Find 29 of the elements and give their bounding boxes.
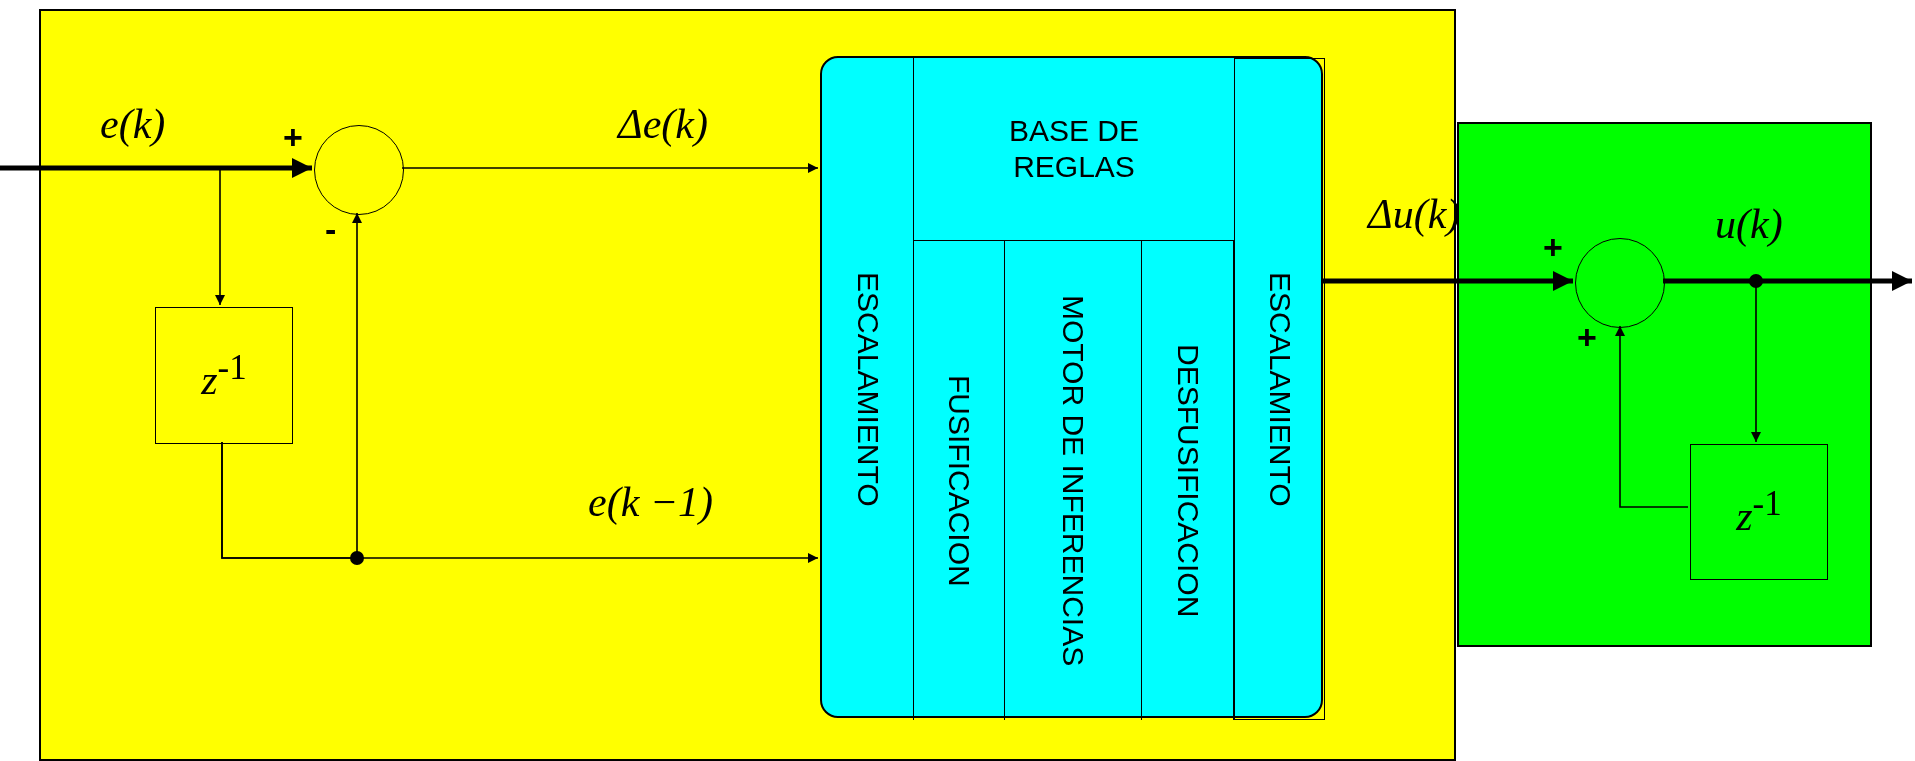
block-label: MOTOR DE INFERENCIAS	[1056, 294, 1090, 667]
signal-label: Δe(k)	[618, 100, 708, 148]
sign-label: +	[283, 118, 303, 157]
sign-label: +	[1577, 318, 1597, 357]
arrow	[1615, 325, 1689, 508]
signal-label: u(k)	[1715, 200, 1783, 248]
panel	[39, 9, 1456, 761]
block-label: FUSIFICACION	[942, 374, 976, 587]
delay-block	[1690, 444, 1828, 580]
block-label: ESCALAMIENTO	[1262, 271, 1297, 507]
signal-label: e(k −1)	[588, 478, 714, 526]
panel	[1457, 122, 1872, 647]
arrow	[221, 212, 362, 559]
arrow	[0, 158, 312, 178]
arrow	[401, 163, 819, 173]
sign-label: +	[1543, 228, 1563, 267]
arrow	[215, 167, 225, 306]
sign-label: -	[325, 210, 337, 249]
delay-label: z$^{-1}$	[1736, 484, 1782, 540]
arrow	[1321, 271, 1573, 291]
block-label: BASE DE REGLAS	[1007, 113, 1141, 185]
delay-block	[155, 307, 293, 444]
controller-block	[820, 56, 1323, 718]
block-label: ESCALAMIENTO	[850, 271, 885, 507]
signal-label: e(k)	[100, 100, 166, 148]
delay-label: z$^{-1}$	[201, 347, 247, 404]
arrow	[1663, 271, 1912, 291]
scaling-block	[1234, 58, 1325, 720]
block-label: DESFUSIFICACION	[1170, 343, 1205, 618]
